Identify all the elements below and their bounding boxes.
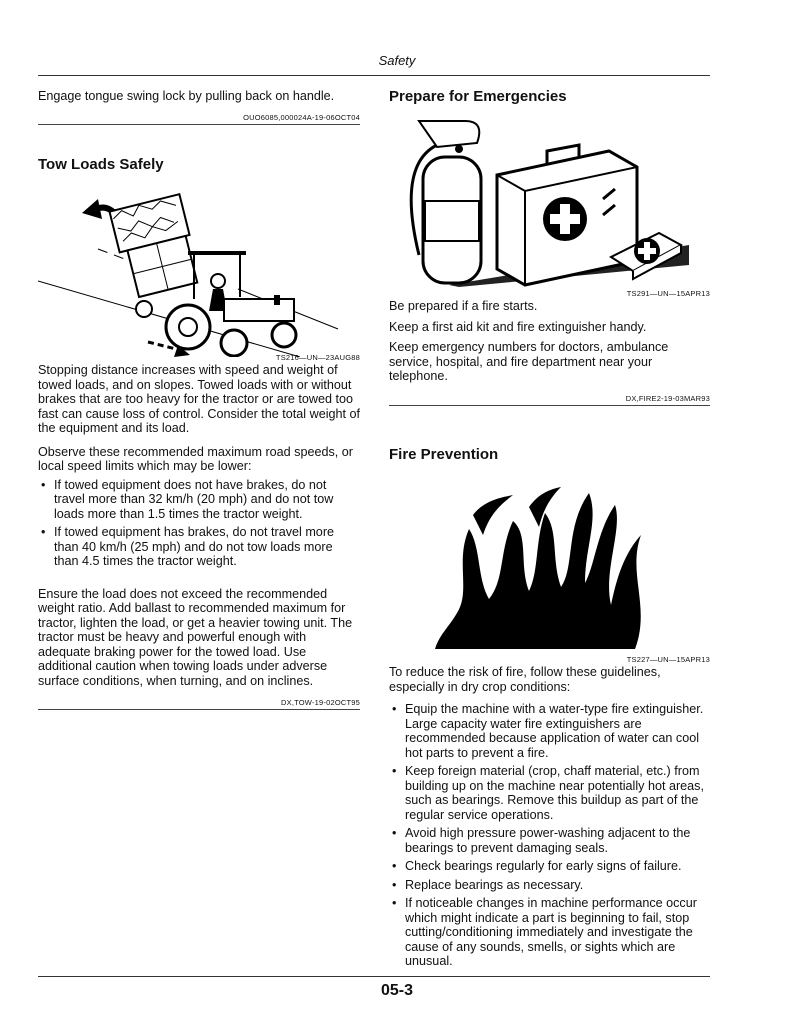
list-item: • If towed equipment has brakes, do not t… bbox=[38, 525, 360, 569]
intro-text: Engage tongue swing lock by pulling back… bbox=[38, 89, 335, 103]
speed-limit-list: • If towed equipment does not have brakes… bbox=[38, 478, 360, 569]
page-number: 05-3 bbox=[380, 982, 414, 999]
paragraph: To reduce the risk of fire, follow these… bbox=[389, 665, 661, 694]
section-code: DX,TOW-19-02OCT95 bbox=[281, 698, 360, 707]
fire-illustration bbox=[389, 487, 710, 653]
running-header: Safety bbox=[378, 53, 416, 68]
paragraph: Stopping distance increases with speed a… bbox=[38, 363, 361, 435]
footer-rule bbox=[38, 976, 710, 977]
emergency-illustration bbox=[389, 115, 710, 287]
list-item-text: Check bearings regularly for early signs… bbox=[405, 859, 682, 873]
section-rule bbox=[38, 123, 360, 125]
bullet-icon: • bbox=[392, 859, 397, 873]
extinguisher-first-aid-svg bbox=[409, 120, 689, 287]
emergency-line: Be prepared if a fire starts. bbox=[389, 299, 538, 313]
tractor-illustration-svg bbox=[38, 192, 339, 357]
header-rule bbox=[38, 75, 710, 76]
section-code: DX,FIRE2-19-03MAR93 bbox=[625, 393, 710, 403]
list-item: • Keep foreign material (crop, chaff mate… bbox=[389, 764, 710, 822]
bullet-icon: • bbox=[392, 896, 397, 910]
list-item: • If noticeable changes in machine perfor… bbox=[389, 896, 710, 969]
bullet-icon: • bbox=[392, 877, 397, 892]
list-item: • Check bearings regularly for early sign… bbox=[389, 859, 710, 874]
bullet-icon: • bbox=[392, 826, 397, 840]
paragraph: Ensure the load does not exceed the reco… bbox=[38, 586, 353, 688]
section-heading: Prepare for Emergencies bbox=[389, 88, 567, 105]
tractor-towing-illustration bbox=[38, 179, 360, 357]
figure-code: TS291—UN—15APR13 bbox=[626, 289, 710, 298]
flames-icon bbox=[435, 487, 641, 649]
section-rule bbox=[38, 709, 360, 710]
bullet-icon: • bbox=[41, 525, 46, 539]
paragraph: Observe these recommended maximum road s… bbox=[38, 444, 353, 474]
fire-prevention-section: Fire Prevention TS227—UN—15APR13 To redu… bbox=[389, 446, 710, 973]
section-rule bbox=[389, 404, 710, 406]
list-item: • If towed equipment does not have brakes… bbox=[38, 478, 360, 522]
bullet-icon: • bbox=[392, 702, 397, 716]
list-item-text: If noticeable changes in machine perform… bbox=[405, 896, 697, 968]
list-item-text: Avoid high pressure power-washing adjace… bbox=[405, 826, 691, 855]
list-item-text: Keep foreign material (crop, chaff mater… bbox=[405, 764, 704, 822]
section-code: OUO6085,000024A-19-06OCT04 bbox=[243, 112, 360, 122]
list-item: • Replace bearings as necessary. bbox=[389, 878, 710, 893]
list-item-text: Equip the machine with a water-type fire… bbox=[405, 702, 704, 760]
section-heading: Fire Prevention bbox=[389, 446, 499, 463]
emergency-line: Keep a first aid kit and fire extinguish… bbox=[389, 319, 647, 334]
list-item-text: If towed equipment has brakes, do not tr… bbox=[54, 525, 335, 568]
emergencies-section: Prepare for Emergencies bbox=[389, 88, 710, 406]
bullet-icon: • bbox=[41, 477, 46, 492]
section-heading: Tow Loads Safely bbox=[38, 156, 164, 173]
emergency-line: Keep emergency numbers for doctors, ambu… bbox=[389, 340, 669, 383]
list-item: • Equip the machine with a water-type fir… bbox=[389, 702, 710, 760]
tongue-lock-section: Engage tongue swing lock by pulling back… bbox=[38, 89, 360, 125]
list-item-text: If towed equipment does not have brakes,… bbox=[54, 477, 334, 521]
fire-guidelines-list: • Equip the machine with a water-type fir… bbox=[389, 702, 710, 969]
list-item-text: Replace bearings as necessary. bbox=[405, 877, 584, 892]
list-item: • Avoid high pressure power-washing adjac… bbox=[389, 826, 710, 855]
tow-loads-section: Tow Loads Safely bbox=[38, 156, 360, 710]
figure-code: TS216—UN—23AUG88 bbox=[275, 353, 360, 362]
bullet-icon: • bbox=[392, 764, 397, 778]
figure-code: TS227—UN—15APR13 bbox=[626, 655, 710, 664]
